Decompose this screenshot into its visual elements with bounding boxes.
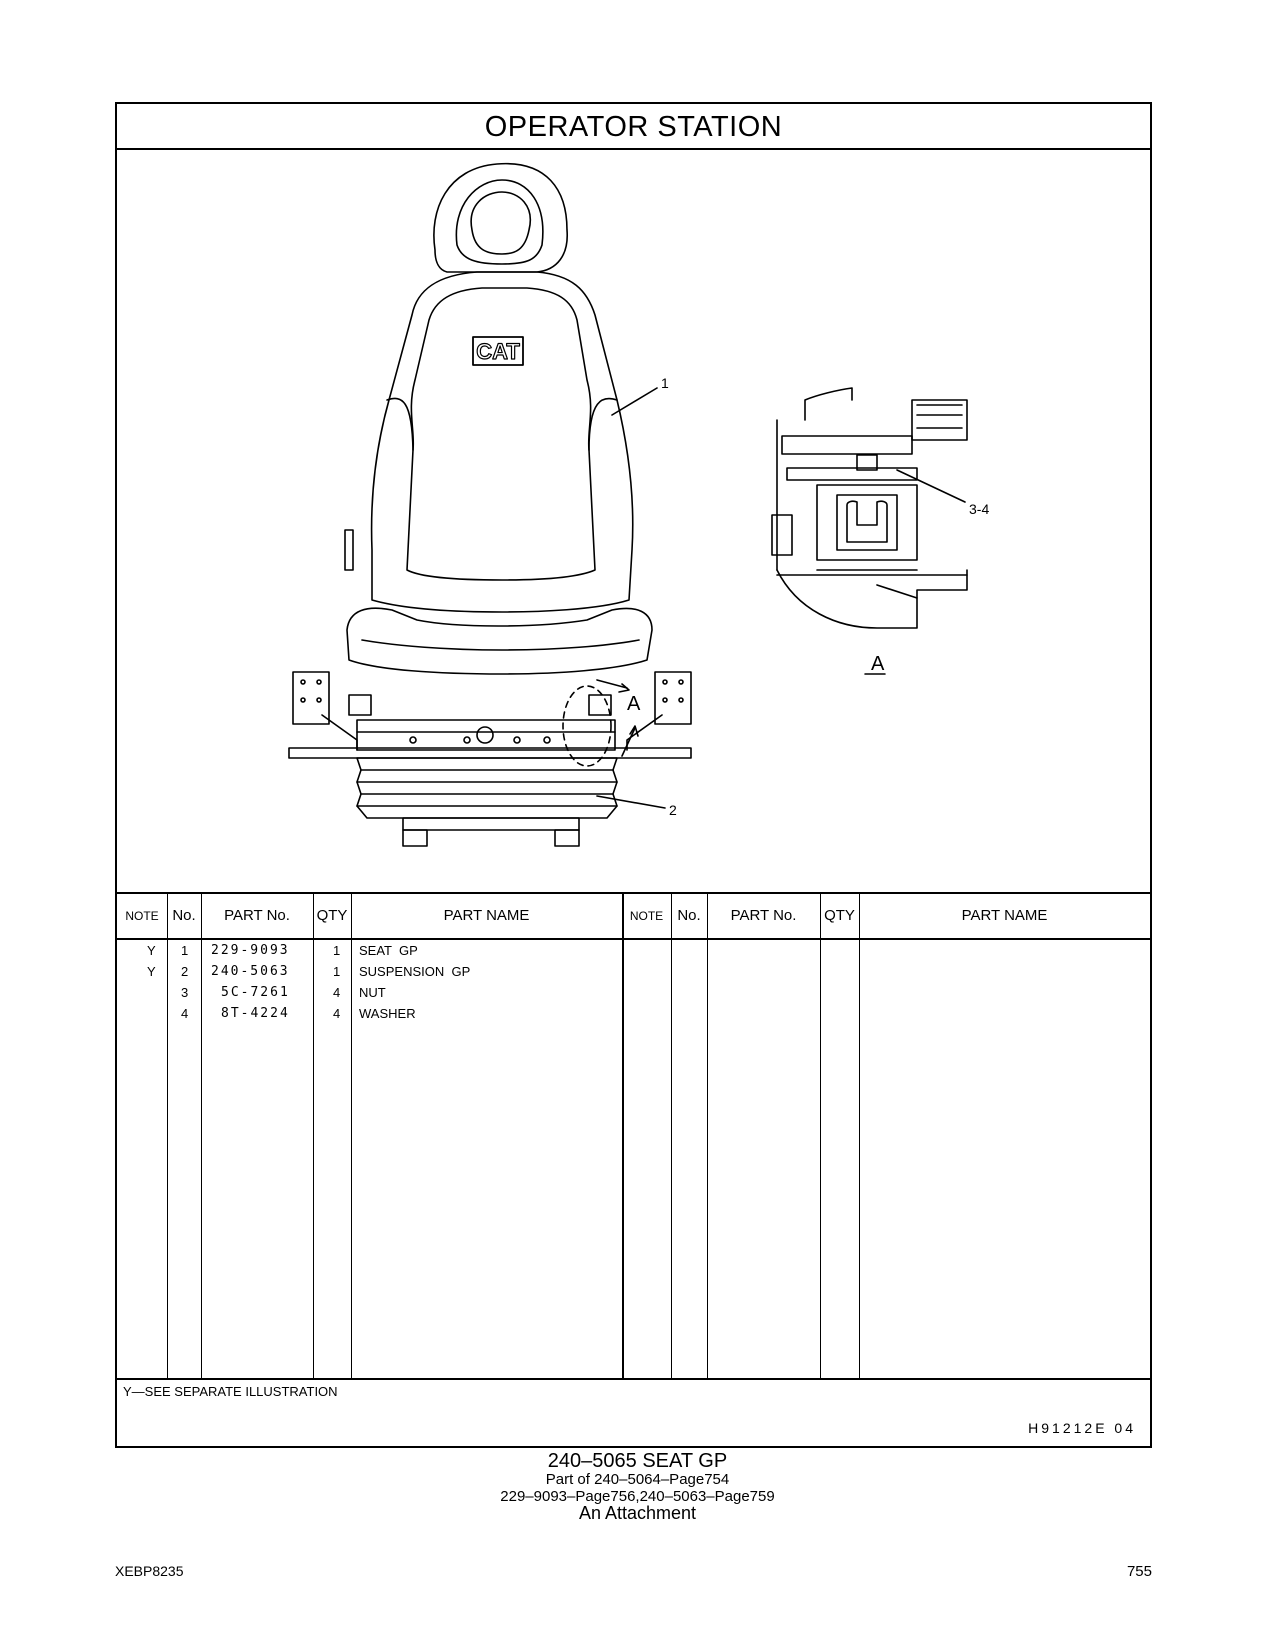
- cat-logo: CAT: [476, 339, 520, 364]
- row-qty: 1: [333, 964, 341, 979]
- row-no: 1: [181, 943, 189, 958]
- row-part-name: NUT: [359, 985, 386, 1000]
- table-row: 3 5C-7261 4 NUT: [117, 982, 1150, 1004]
- parts-list-table: NOTE No. PART No. QTY PART NAME NOTE No.…: [117, 892, 1150, 1378]
- view-a-label: A: [871, 653, 885, 675]
- header-part-no-right: PART No.: [730, 907, 797, 924]
- table-row: Y 2 240-5063 1 SUSPENSION GP: [117, 961, 1150, 983]
- table-row: Y 1 229-9093 1 SEAT GP: [117, 940, 1150, 962]
- caption-references: 229–9093–Page756,240–5063–Page759: [500, 1488, 775, 1505]
- column-divider: [351, 894, 352, 1378]
- header-divider: [117, 938, 1150, 940]
- row-part-name: WASHER: [359, 1006, 416, 1021]
- header-qty: QTY: [316, 907, 348, 924]
- callout-2: 2: [669, 802, 677, 818]
- footnote-section: Y—SEE SEPARATE ILLUSTRATION H91212E 04: [117, 1378, 1150, 1446]
- header-part-no: PART No.: [224, 907, 290, 924]
- seat-illustration: CAT: [117, 150, 1150, 892]
- row-part-no: 8T-4224: [221, 1006, 290, 1021]
- column-divider: [313, 894, 314, 1378]
- header-part-name: PART NAME: [443, 907, 530, 924]
- row-part-no: 240-5063: [211, 964, 290, 979]
- seat-cushion: [346, 607, 653, 675]
- header-part-name-right: PART NAME: [961, 907, 1048, 924]
- page-title: OPERATOR STATION: [117, 104, 1150, 150]
- row-no: 3: [181, 985, 189, 1000]
- backrest: [370, 271, 634, 613]
- header-no: No.: [172, 907, 196, 924]
- row-qty: 1: [333, 943, 341, 958]
- row-part-name: SUSPENSION GP: [359, 964, 471, 979]
- leader-3-4: [896, 469, 966, 503]
- column-divider: [820, 894, 821, 1378]
- row-no: 4: [181, 1006, 189, 1021]
- header-no-right: No.: [677, 907, 701, 924]
- row-note: Y: [147, 964, 156, 979]
- row-qty: 4: [333, 985, 341, 1000]
- footnote: Y—SEE SEPARATE ILLUSTRATION: [123, 1384, 338, 1399]
- callout-3-4: 3-4: [969, 501, 989, 517]
- left-bracket: [292, 671, 330, 725]
- row-part-no: 229-9093: [211, 943, 290, 958]
- column-divider: [201, 894, 202, 1378]
- column-divider: [167, 894, 168, 1378]
- leader-1: [611, 387, 658, 416]
- caption-part-of: Part of 240–5064–Page754: [545, 1471, 730, 1488]
- drawing-code: H91212E 04: [1028, 1420, 1136, 1436]
- row-qty: 4: [333, 1006, 341, 1021]
- document-id: XEBP8235: [115, 1563, 184, 1579]
- table-row: 4 8T-4224 4 WASHER: [117, 1003, 1150, 1025]
- headrest: [433, 162, 568, 273]
- row-no: 2: [181, 964, 189, 979]
- leader-2: [596, 795, 666, 809]
- parts-page-frame: OPERATOR STATION CAT: [115, 102, 1152, 1448]
- page-number: 755: [1126, 1563, 1152, 1580]
- header-qty-right: QTY: [824, 907, 855, 924]
- caption-title: 240–5065 SEAT GP: [547, 1450, 728, 1472]
- right-bracket: [654, 671, 692, 725]
- column-divider: [707, 894, 708, 1378]
- view-a-marker: A: [627, 693, 641, 715]
- detail-view-a: [771, 387, 968, 629]
- suspension-bellows: [356, 757, 618, 819]
- header-note-right: NOTE: [629, 909, 664, 923]
- header-note: NOTE: [125, 909, 159, 923]
- row-part-name: SEAT GP: [359, 943, 418, 958]
- column-divider: [671, 894, 672, 1378]
- row-note: Y: [147, 943, 156, 958]
- column-divider: [859, 894, 860, 1378]
- callout-1: 1: [661, 375, 669, 391]
- seat-drawing: CAT: [288, 162, 989, 847]
- caption-attachment: An Attachment: [578, 1503, 697, 1523]
- row-part-no: 5C-7261: [221, 985, 290, 1000]
- table-center-divider: [622, 894, 624, 1378]
